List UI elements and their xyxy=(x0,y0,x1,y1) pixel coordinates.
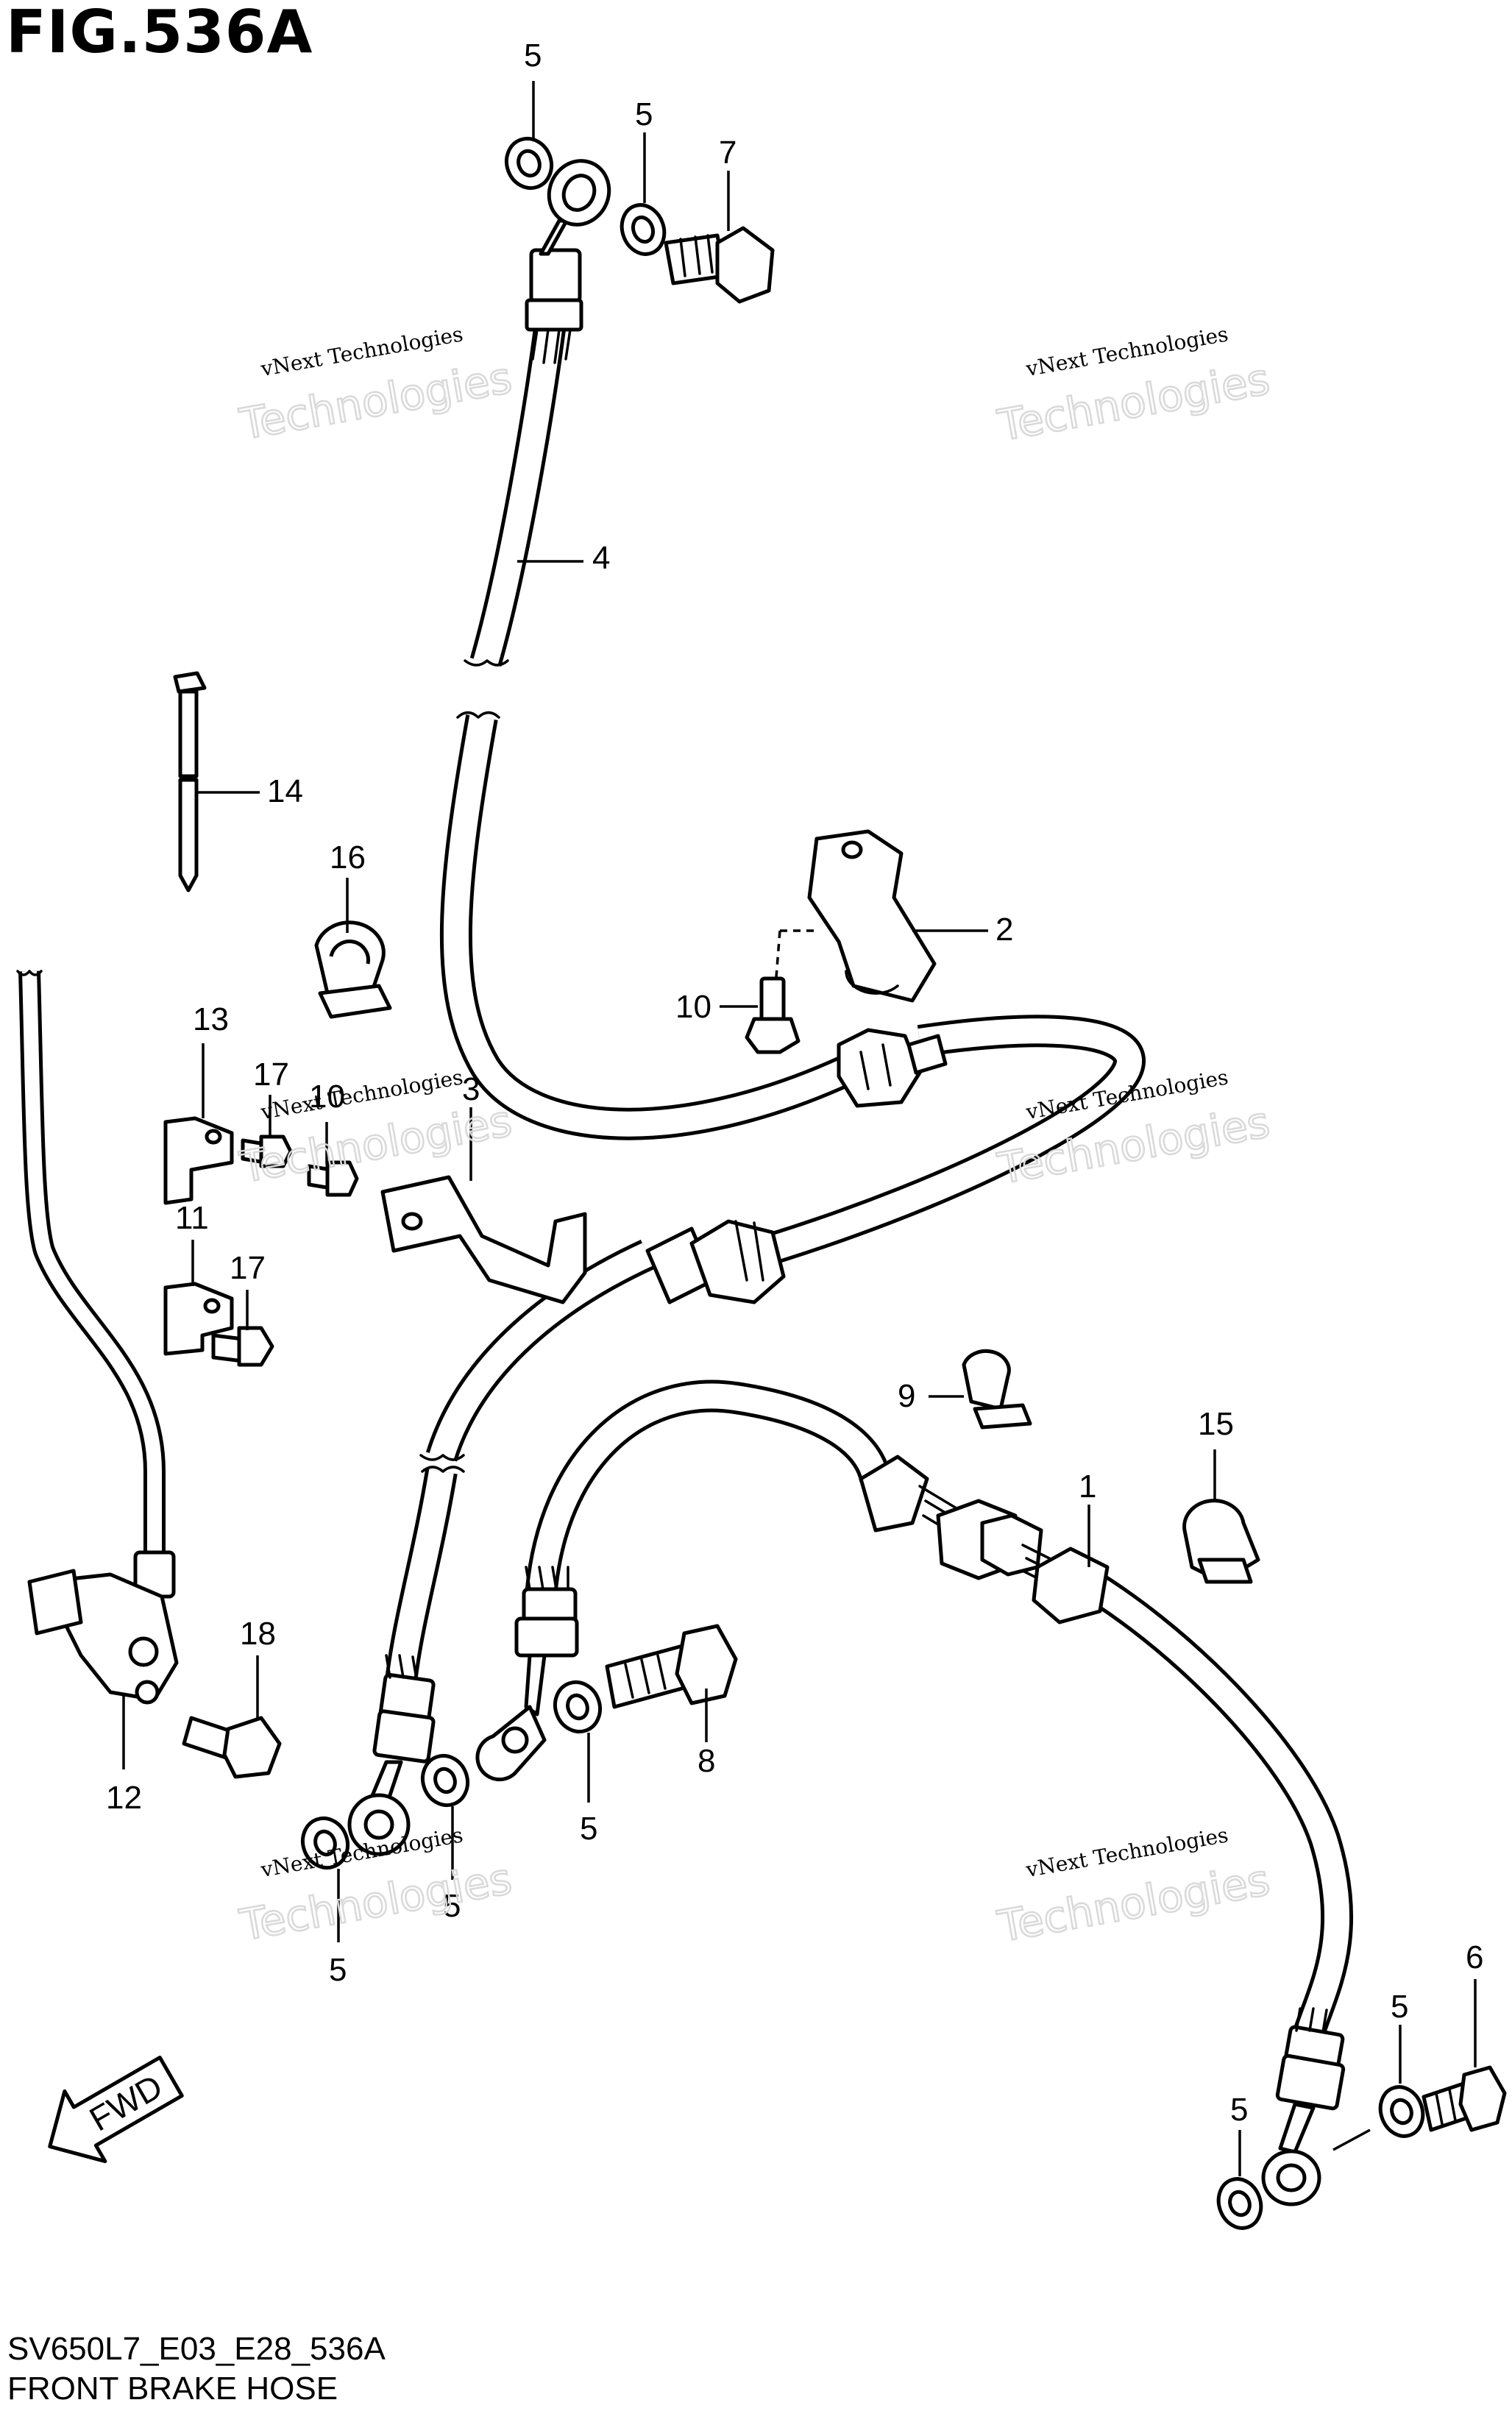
watermark-top-right: Technologies vNext Technologies xyxy=(993,322,1274,452)
callout-4: 4 xyxy=(592,540,610,576)
bolt-part-7 xyxy=(664,226,775,304)
fwd-arrow-icon: FWD xyxy=(48,2056,184,2164)
callout-11: 11 xyxy=(175,1200,209,1236)
bracket-part-2 xyxy=(807,829,937,1003)
hose-part-4 xyxy=(347,159,1146,1856)
washer-part-5-top xyxy=(505,136,553,191)
clamp-part-16 xyxy=(314,920,392,1019)
washer-part-5-upper-right xyxy=(620,203,667,256)
bolt-part-10-lower xyxy=(307,1160,359,1197)
clip-part-11 xyxy=(163,1282,234,1356)
clip-part-13 xyxy=(163,1116,234,1205)
washer-part-5-lower-right-a xyxy=(1378,2085,1425,2138)
figure-code: SV650L7_E03_E28_536A xyxy=(7,2331,386,2367)
callout-5: 5 xyxy=(524,38,542,74)
washer-part-5-lower-left xyxy=(301,1816,349,1870)
callout-3: 3 xyxy=(462,1071,480,1107)
callout-7: 7 xyxy=(719,135,737,171)
clip-part-15 xyxy=(1182,1499,1260,1584)
callout-15: 15 xyxy=(1198,1406,1234,1442)
figure-title: FIG.536A xyxy=(6,0,313,66)
bolt-part-17-lower xyxy=(211,1326,274,1367)
washer-part-5-mid xyxy=(553,1680,602,1734)
clamp-part-9 xyxy=(962,1349,1032,1430)
callout-13: 13 xyxy=(193,1001,229,1037)
callout-18: 18 xyxy=(240,1616,276,1652)
callout-14: 14 xyxy=(267,773,303,809)
callout-8: 8 xyxy=(698,1743,715,1779)
sensor-cable-part-12 xyxy=(16,970,179,1705)
callout-17: 17 xyxy=(230,1250,266,1286)
callout-10: 10 xyxy=(675,989,711,1025)
callout-17: 17 xyxy=(253,1057,289,1093)
watermark-low-right: Technologies vNext Technologies xyxy=(993,1822,1274,1953)
callout-10: 10 xyxy=(309,1079,345,1115)
bolt-part-8 xyxy=(605,1624,738,1709)
callout-5: 5 xyxy=(1230,2092,1248,2128)
bracket-part-3 xyxy=(380,1175,587,1304)
washer-part-5-lower-right-b xyxy=(1216,2177,1263,2230)
callout-2: 2 xyxy=(995,912,1013,948)
watermark-top-left: Technologies vNext Technologies xyxy=(235,322,517,450)
callout-5: 5 xyxy=(635,96,653,132)
callout-5: 5 xyxy=(443,1888,461,1924)
callout-labels: 5 5 7 4 14 16 2 10 13 17 10 3 11 17 9 15… xyxy=(106,38,1483,2128)
callout-5: 5 xyxy=(329,1952,347,1988)
callout-16: 16 xyxy=(330,839,366,876)
bolt-part-17-upper xyxy=(241,1135,293,1168)
cable-tie-part-14 xyxy=(173,671,207,892)
callout-9: 9 xyxy=(898,1378,915,1414)
washer-part-5-center xyxy=(421,1753,469,1808)
hose-part-1 xyxy=(475,1380,1354,2206)
leader-lines xyxy=(122,81,1477,2176)
figure-name: FRONT BRAKE HOSE xyxy=(7,2371,338,2407)
callout-6: 6 xyxy=(1466,1939,1483,1975)
bolt-part-6 xyxy=(1422,2065,1507,2132)
callout-5: 5 xyxy=(580,1811,597,1847)
bolt-part-10-upper xyxy=(745,976,801,1054)
callout-5: 5 xyxy=(1391,1989,1408,2025)
bolt-part-18 xyxy=(182,1716,282,1779)
callout-12: 12 xyxy=(106,1780,142,1816)
callout-1: 1 xyxy=(1079,1469,1096,1505)
